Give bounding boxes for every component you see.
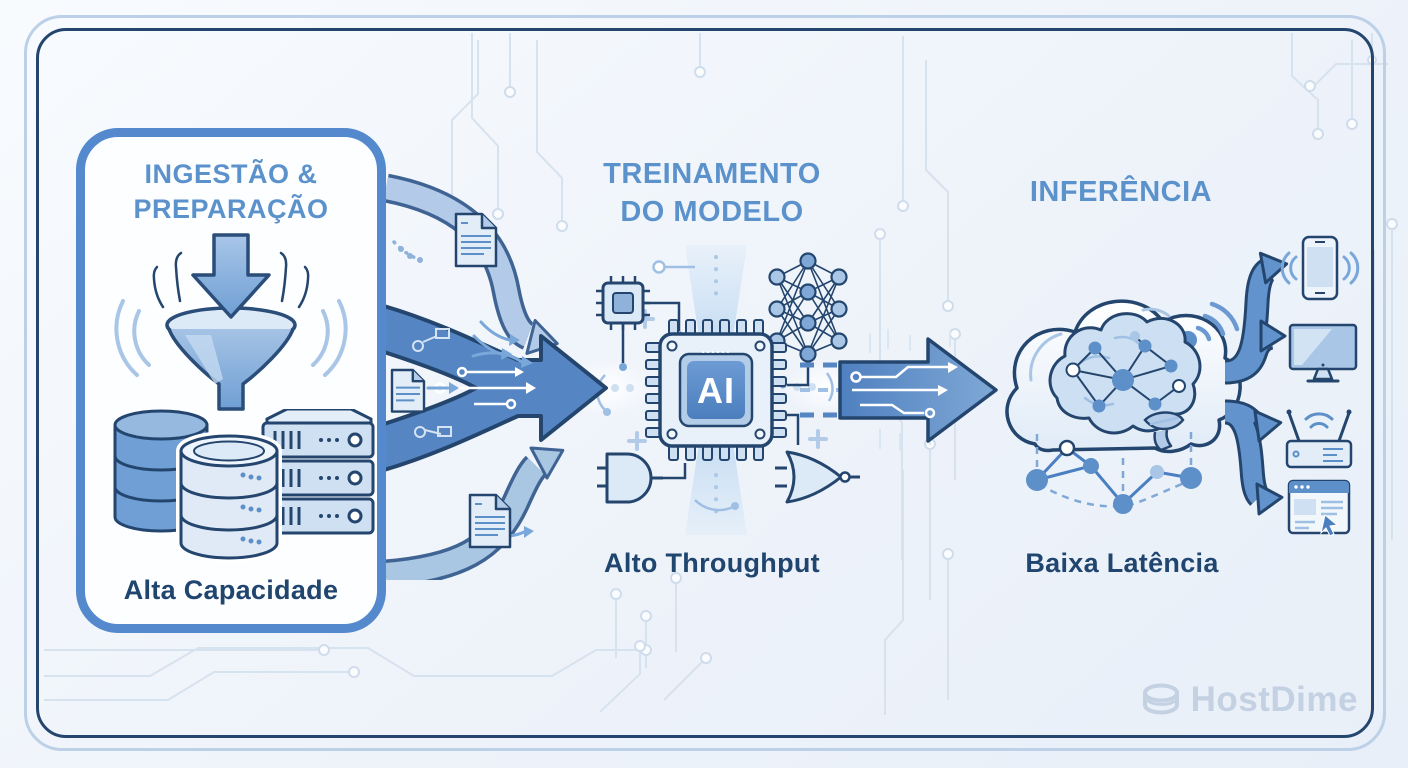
monitor-icon (1288, 323, 1358, 383)
microchip-icon (596, 276, 650, 330)
neural-network-icon (768, 252, 848, 363)
down-arrow-icon (191, 233, 271, 319)
transfer-arrow-icon (800, 329, 998, 451)
document-icon (468, 493, 512, 549)
ingestion-title-line2: PREPARAÇÃO (133, 194, 329, 225)
brand-logo-text: HostDime (1190, 680, 1358, 719)
ingestion-card: INGESTÃO & PREPARAÇÃO (76, 128, 386, 633)
inference-graphic (1005, 299, 1242, 514)
outer-frame-border (24, 15, 1386, 751)
document-icon (390, 368, 426, 413)
ai-chip-icon: AI (645, 319, 787, 461)
training-caption: Alto Throughput (604, 548, 820, 578)
ingestion-title: INGESTÃO & PREPARAÇÃO (85, 157, 377, 227)
and-gate-icon (597, 452, 663, 504)
ingestion-title-line1: INGESTÃO & (144, 159, 318, 189)
branch-arrows-devices (1225, 235, 1360, 537)
inner-frame-border (36, 28, 1374, 738)
database-server-icons (113, 409, 375, 563)
training-title-line2: DO MODELO (620, 195, 804, 228)
ai-chip-label: AI (697, 370, 735, 411)
light-beam (685, 245, 747, 337)
database-icon-light (176, 431, 282, 563)
brand-logo: HostDime (1141, 680, 1358, 720)
router-icon (1285, 409, 1353, 469)
browser-icon (1287, 479, 1351, 537)
hostdime-coin-icon (1142, 683, 1179, 715)
merge-arrow-icon (382, 173, 608, 580)
node-network-icon (1026, 432, 1202, 514)
inference-caption: Baixa Latência (1025, 548, 1219, 578)
document-icon (454, 212, 498, 268)
ingestion-caption: Alta Capacidade (123, 575, 339, 605)
funnel-icon (114, 233, 348, 411)
brain-network-icon (1048, 312, 1202, 452)
branch-arrow-icon (1225, 251, 1289, 385)
training-title-line1: TREINAMENTO (603, 158, 821, 190)
training-title: TREINAMENTO DO MODELO (562, 156, 862, 231)
smartphone-icon (1280, 235, 1360, 301)
signal-waves-icon (114, 299, 348, 377)
nor-gate-icon (775, 450, 860, 504)
plus-mark-icon (627, 309, 828, 451)
inference-title: INFERÊNCIA (1029, 176, 1213, 208)
cursor-icon (1320, 514, 1339, 537)
branch-arrow-icon (1225, 399, 1284, 516)
